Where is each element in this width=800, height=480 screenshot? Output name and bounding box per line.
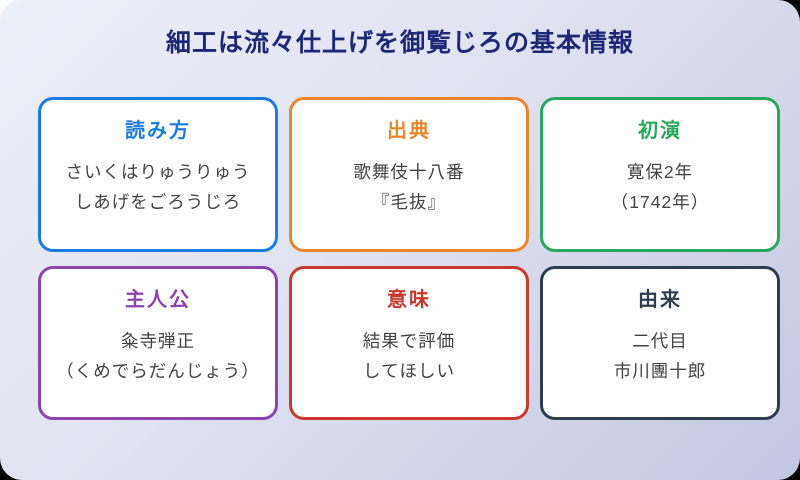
page-title: 細工は流々仕上げを御覧じろの基本情報: [165, 29, 634, 57]
card-body-line: 二代目: [632, 331, 688, 351]
card-title: 由来: [638, 289, 682, 311]
card-body: 寛保2年 （1742年）: [543, 157, 777, 217]
card-title: 主人公: [125, 289, 191, 311]
card-body: さいくはりゅうりゅう しあげをごろうじろ: [41, 157, 275, 217]
card-body-line: （1742年）: [610, 192, 710, 212]
card-body-line: 寛保2年: [626, 162, 694, 182]
card-body-line: しあげをごろうじろ: [74, 192, 242, 212]
card-protagonist: 主人公 粂寺弾正 （くめでらだんじょう）: [38, 266, 278, 420]
card-body-line: 『毛抜』: [372, 192, 446, 212]
card-body-line: （くめでらだんじょう）: [56, 361, 260, 381]
card-title: 初演: [638, 120, 682, 142]
card-grid: 読み方 さいくはりゅうりゅう しあげをごろうじろ 出典 歌舞伎十八番 『毛抜』 …: [38, 97, 780, 420]
card-body-line: 歌舞伎十八番: [353, 162, 465, 182]
card-body-line: 市川團十郎: [613, 361, 707, 381]
card-premiere: 初演 寛保2年 （1742年）: [540, 97, 780, 252]
card-body-line: 粂寺弾正: [121, 331, 195, 351]
card-title: 出典: [387, 120, 431, 142]
card-meaning: 意味 結果で評価 してほしい: [289, 266, 529, 420]
card-body: 歌舞伎十八番 『毛抜』: [292, 157, 526, 217]
card-body-line: 結果で評価: [362, 331, 456, 351]
card-body: 粂寺弾正 （くめでらだんじょう）: [41, 326, 275, 386]
card-reading: 読み方 さいくはりゅうりゅう しあげをごろうじろ: [38, 97, 278, 252]
card-body-line: してほしい: [363, 361, 455, 381]
card-title: 読み方: [125, 120, 191, 142]
card-body: 結果で評価 してほしい: [292, 326, 526, 386]
card-origin: 由来 二代目 市川團十郎: [540, 266, 780, 420]
card-source: 出典 歌舞伎十八番 『毛抜』: [289, 97, 529, 252]
card-title: 意味: [387, 289, 431, 311]
card-body: 二代目 市川團十郎: [543, 326, 777, 386]
card-body-line: さいくはりゅうりゅう: [65, 162, 251, 182]
